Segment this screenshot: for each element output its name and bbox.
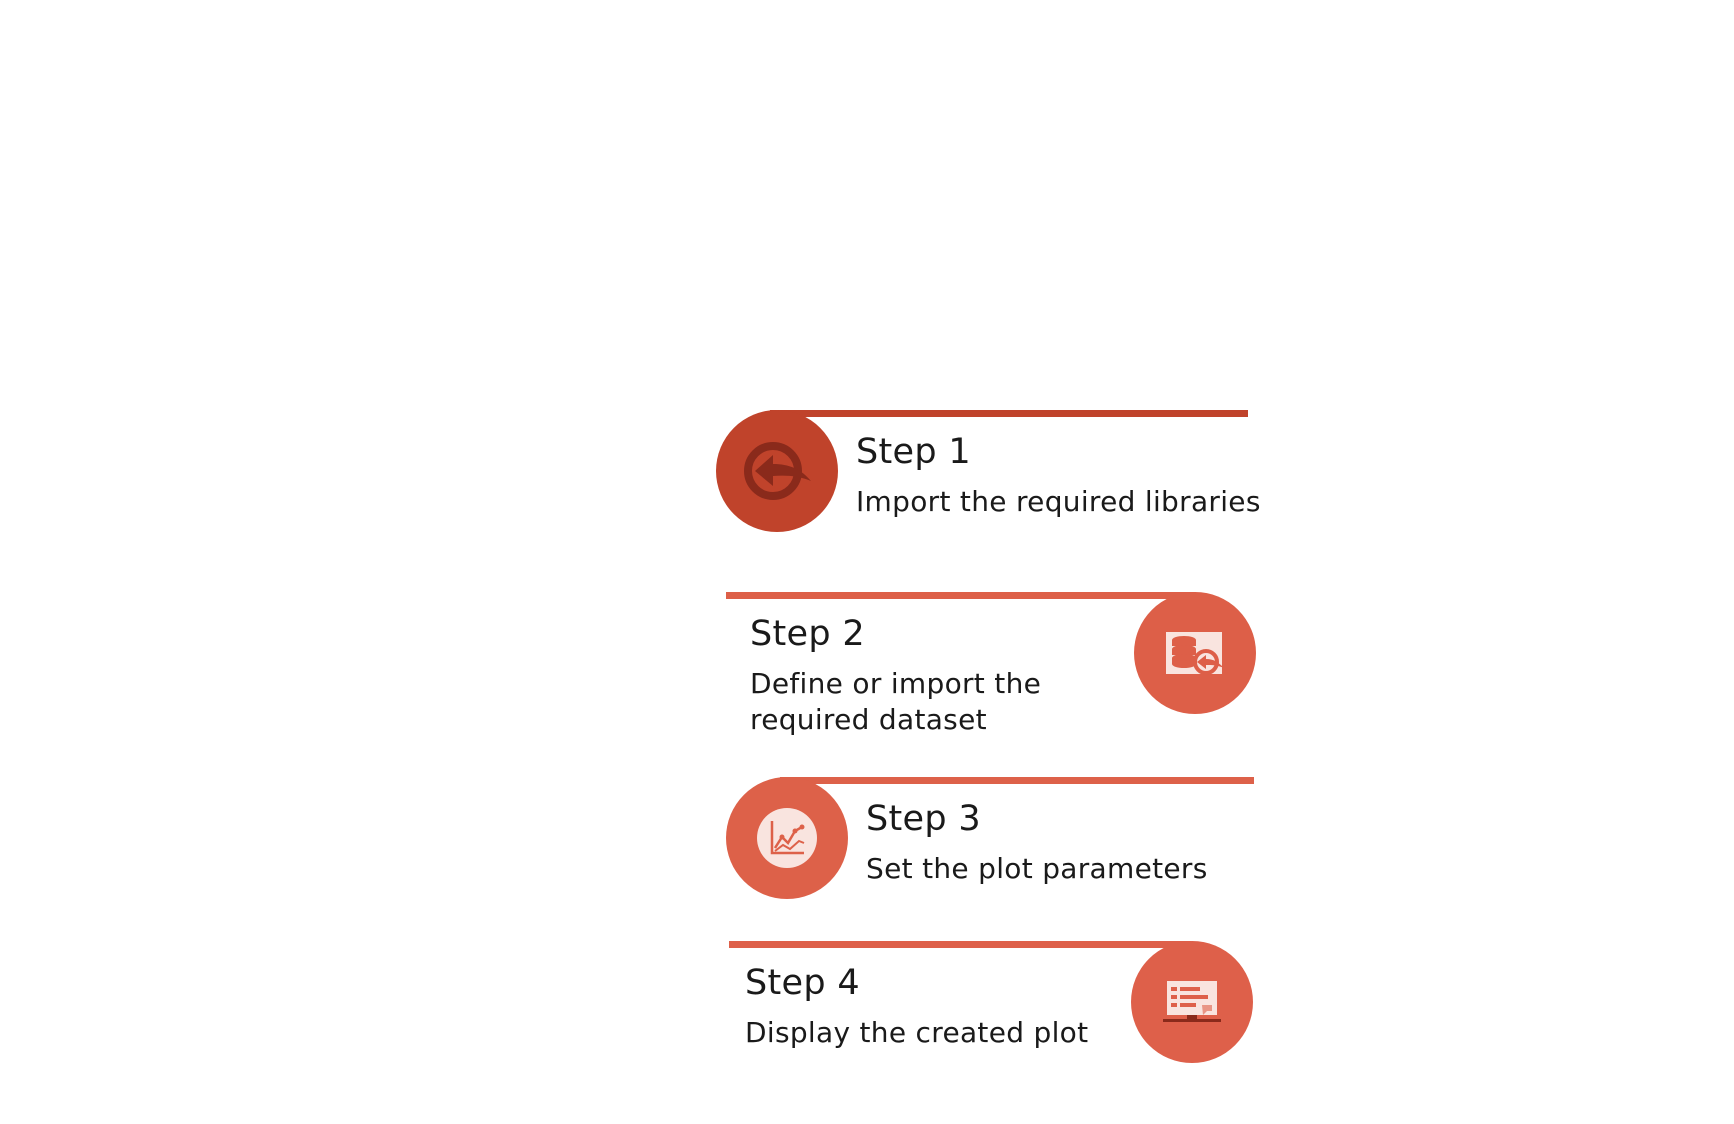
step-1-badge [716, 410, 838, 532]
step-2-badge [1134, 592, 1256, 714]
step-3-bar [780, 777, 1254, 784]
monitor-display-icon [1163, 981, 1221, 1022]
step-1-description: Import the required libraries [856, 485, 1261, 518]
line-chart-icon [757, 808, 817, 868]
step-2-description-line-1: Define or import the [750, 667, 1042, 700]
step-3-badge [726, 777, 848, 899]
database-import-icon [1166, 632, 1224, 675]
step-4-description: Display the created plot [745, 1016, 1089, 1049]
step-1-title: Step 1 [856, 432, 971, 472]
step-2-bar [726, 592, 1196, 599]
step-3-title: Step 3 [866, 799, 981, 839]
step-2-description-line-2: required dataset [750, 703, 987, 736]
step-3-description: Set the plot parameters [866, 852, 1208, 885]
import-arrow-icon [744, 442, 811, 500]
step-2-title: Step 2 [750, 614, 865, 654]
step-1-bar [770, 410, 1248, 417]
step-4-badge [1131, 941, 1253, 1063]
step-4-title: Step 4 [745, 963, 860, 1003]
step-2-description: Define or import the required dataset [750, 666, 1041, 738]
step-4-bar [729, 941, 1191, 948]
